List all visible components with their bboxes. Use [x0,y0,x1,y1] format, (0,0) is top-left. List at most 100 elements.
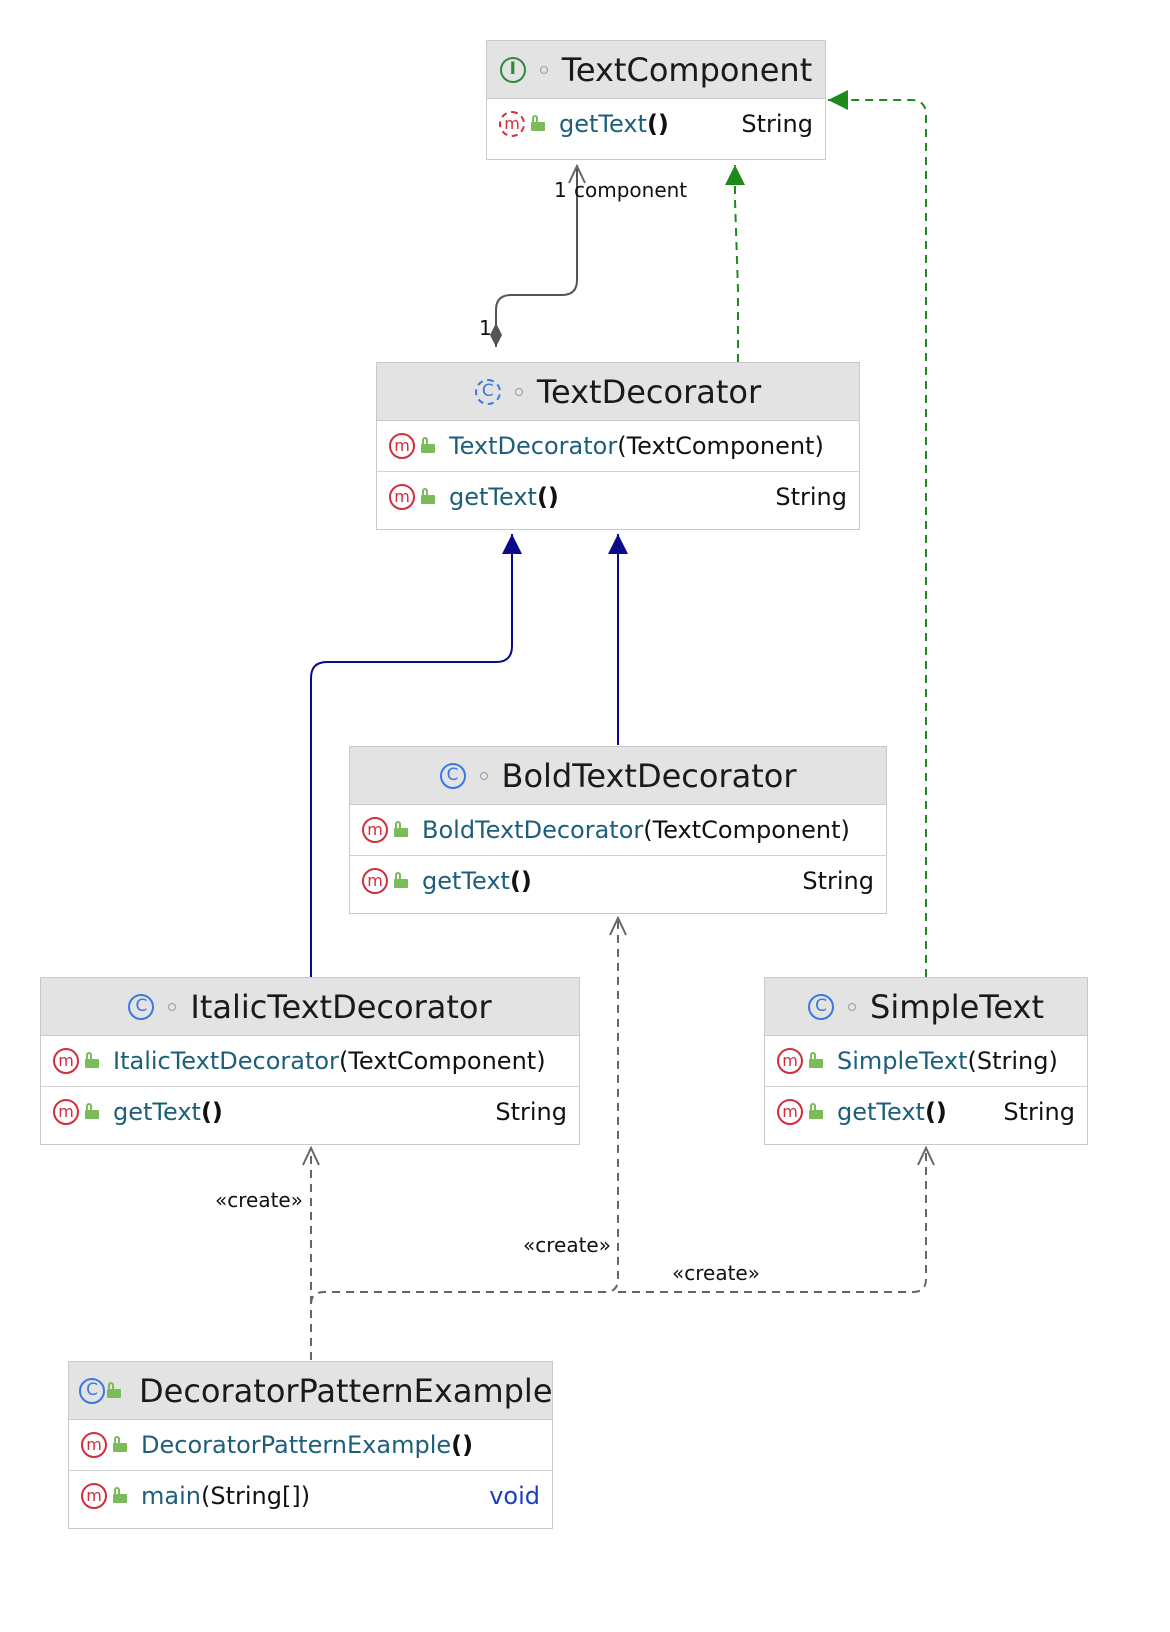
public-visibility-icon [85,1103,99,1119]
method-row[interactable]: m getText() String [765,1086,1087,1137]
node-decorator-pattern-example[interactable]: C DecoratorPatternExample m DecoratorPat… [68,1361,553,1529]
method-name: getText [113,1098,201,1126]
method-parens: () [536,483,559,511]
public-visibility-icon [531,115,545,131]
method-icon: m [53,1099,79,1125]
composition-role-label: component [574,178,688,202]
public-visibility-icon [113,1436,127,1452]
dependency-edge-bold [310,918,618,1360]
method-icon: m [81,1483,107,1509]
node-title: TextComponent [561,50,813,89]
method-parens: () [646,110,669,138]
class-icon: C [439,762,466,789]
method-parens: () [509,867,532,895]
method-icon: m [777,1099,803,1125]
method-row[interactable]: m BoldTextDecoratorTextComponent [350,805,886,855]
method-row[interactable]: m ItalicTextDecoratorTextComponent [41,1036,579,1086]
dependency-edge-simple [618,1148,926,1293]
static-marker-icon [479,771,488,780]
public-visibility-icon [85,1052,99,1068]
method-name: getText [449,483,537,511]
inheritance-edge-italic [310,534,522,977]
node-text-decorator[interactable]: C TextDecorator m TextDecoratorTextCompo… [376,362,860,530]
method-return-type: void [489,1482,540,1510]
method-icon: m [362,817,388,843]
public-visibility-icon [421,437,435,453]
method-row[interactable]: m DecoratorPatternExample() [69,1420,552,1470]
method-params: TextComponent [339,1047,546,1075]
method-return-type: String [775,483,847,511]
public-visibility-icon [421,488,435,504]
method-name: getText [559,110,647,138]
method-name: BoldTextDecorator [422,816,644,844]
method-icon: m [53,1048,79,1074]
method-row[interactable]: m TextDecoratorTextComponent [377,421,859,471]
node-simple-text[interactable]: C SimpleText m SimpleTextString m getTex… [764,977,1088,1145]
method-row[interactable]: m getText() String [377,471,859,522]
method-icon: m [389,484,415,510]
create-label-bold: «create» [523,1233,611,1257]
method-row[interactable]: m getText() String [41,1086,579,1137]
method-row[interactable]: m mainString[] void [69,1470,552,1521]
method-icon: m [81,1432,107,1458]
node-header: C DecoratorPatternExample [69,1362,553,1420]
abstract-class-icon: C [474,378,501,405]
method-parens: () [451,1431,474,1459]
method-row[interactable]: m getText() String [350,855,886,906]
realization-edge-textdecorator [725,165,745,362]
realization-edge-simpletext [828,90,927,977]
node-header: C TextDecorator [377,363,859,421]
composition-target-multiplicity: 1 [554,178,567,202]
method-name: SimpleText [837,1047,968,1075]
method-name: getText [837,1098,925,1126]
method-name: getText [422,867,510,895]
method-return-type: String [495,1098,567,1126]
static-marker-icon [539,65,548,74]
node-header: I TextComponent [487,41,825,99]
node-title: SimpleText [870,987,1044,1026]
method-name: ItalicTextDecorator [113,1047,339,1075]
method-params: String[] [201,1482,310,1510]
create-label-simple: «create» [672,1261,760,1285]
composition-source-multiplicity: 1 [479,316,492,340]
public-visibility-icon [113,1487,127,1503]
class-icon: C [79,1377,105,1404]
node-title: ItalicTextDecorator [190,987,492,1026]
method-name: main [141,1482,201,1510]
node-header: C SimpleText [765,978,1087,1036]
public-visibility-icon [394,821,408,837]
static-marker-icon [168,1002,177,1011]
method-return-type: String [1003,1098,1075,1126]
method-row[interactable]: m SimpleTextString [765,1036,1087,1086]
method-icon: m [499,111,525,137]
public-visibility-icon [809,1103,823,1119]
public-visibility-icon [107,1381,121,1398]
method-icon: m [362,868,388,894]
node-italic-text-decorator[interactable]: C ItalicTextDecorator m ItalicTextDecora… [40,977,580,1145]
interface-icon: I [499,56,526,83]
node-header: C BoldTextDecorator [350,747,886,805]
node-title: TextDecorator [536,372,762,411]
method-parens: () [924,1098,947,1126]
node-bold-text-decorator[interactable]: C BoldTextDecorator m BoldTextDecoratorT… [349,746,887,914]
class-icon: C [808,993,834,1020]
node-text-component[interactable]: I TextComponent m getText() String [486,40,826,160]
method-row[interactable]: m getText() String [487,99,825,149]
method-params: String [968,1047,1058,1075]
static-marker-icon [848,1002,856,1011]
method-return-type: String [741,110,813,138]
node-title: BoldTextDecorator [501,756,797,795]
method-icon: m [777,1048,803,1074]
method-icon: m [389,433,415,459]
method-params: TextComponent [617,432,824,460]
node-title: DecoratorPatternExample [139,1371,553,1410]
method-name: TextDecorator [449,432,618,460]
class-icon: C [128,993,155,1020]
public-visibility-icon [394,872,408,888]
method-params: TextComponent [643,816,850,844]
static-marker-icon [514,387,523,396]
composition-edge [496,166,577,347]
create-label-italic: «create» [215,1188,303,1212]
method-name: DecoratorPatternExample [141,1431,452,1459]
